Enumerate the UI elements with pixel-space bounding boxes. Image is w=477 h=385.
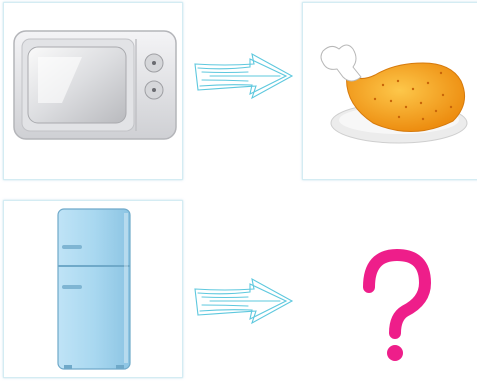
microwave-icon: [4, 3, 184, 181]
chicken-card: [302, 2, 477, 180]
refrigerator-icon: [4, 201, 184, 379]
roast-chicken-icon: [303, 3, 477, 181]
microwave-card: [3, 2, 183, 180]
arrow-right-icon: [190, 277, 300, 327]
arrow-right-icon: [190, 52, 300, 102]
refrigerator-card: [3, 200, 183, 378]
question-mark-icon: [335, 245, 455, 370]
